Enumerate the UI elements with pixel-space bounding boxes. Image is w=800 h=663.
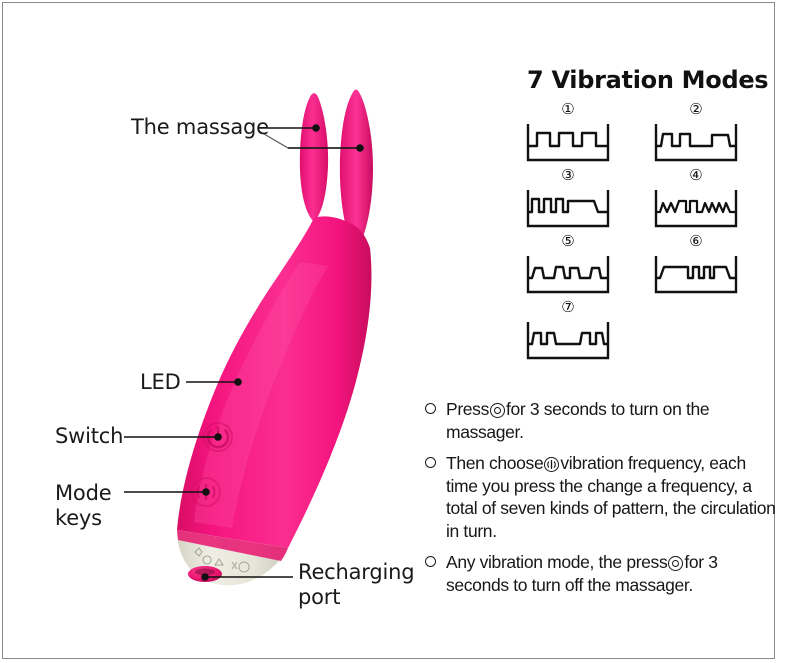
waveform-3 bbox=[526, 190, 610, 228]
product-illustration: The massage LED Switch Mode keys Recharg… bbox=[55, 89, 415, 609]
callout-mode-keys: Mode keys bbox=[55, 481, 112, 530]
mode-number: ④ bbox=[689, 166, 703, 184]
instruction-part-text: Then choose bbox=[446, 453, 544, 473]
mode-number: ⑥ bbox=[689, 232, 703, 250]
base-seam bbox=[177, 530, 288, 561]
vibration-mode-2: ② bbox=[644, 100, 748, 172]
waveform-5 bbox=[526, 256, 610, 294]
waveform-2 bbox=[654, 124, 738, 162]
instruction-part-text: for 3 seconds to turn off the massager. bbox=[446, 552, 718, 595]
bullet-circle-icon bbox=[425, 556, 436, 567]
vibration-mode-6: ⑥ bbox=[644, 232, 748, 304]
product-body bbox=[177, 216, 372, 548]
mode-number: ② bbox=[689, 100, 703, 118]
power-symbol-icon bbox=[489, 403, 505, 418]
vibration-mode-3: ③ bbox=[516, 166, 620, 238]
instruction-part-text: for 3 seconds to turn on the massager. bbox=[446, 399, 710, 442]
massage-ear-left bbox=[299, 93, 329, 222]
instruction-choose-frequency: Then choose vibration frequency, each ti… bbox=[425, 452, 780, 542]
callout-the-massage: The massage bbox=[131, 115, 269, 139]
vibration-modes-panel: 7 Vibration Modes ① ② ③ bbox=[420, 0, 800, 663]
waveform-1 bbox=[526, 124, 610, 162]
mode-number: ③ bbox=[561, 166, 575, 184]
waveform-6 bbox=[654, 256, 738, 294]
vibration-mode-5: ⑤ bbox=[516, 232, 620, 304]
waveform-4 bbox=[654, 190, 738, 228]
callout-leader-lines bbox=[124, 124, 364, 581]
product-vector bbox=[124, 89, 373, 586]
modes-title: 7 Vibration Modes bbox=[527, 66, 769, 94]
bullet-circle-icon bbox=[425, 403, 436, 414]
instruction-part-text: vibration frequency, each time you press… bbox=[446, 453, 776, 541]
base-printed-markings bbox=[194, 547, 250, 573]
callout-led: LED bbox=[140, 370, 181, 394]
bullet-circle-icon bbox=[425, 457, 436, 468]
mode-number: ⑦ bbox=[561, 298, 575, 316]
vibration-mode-1: ① bbox=[516, 100, 620, 172]
callout-recharging-port: Recharging port bbox=[298, 560, 415, 609]
mode-number: ① bbox=[561, 100, 575, 118]
body-highlight bbox=[194, 262, 328, 528]
vibration-mode-7: ⑦ bbox=[516, 298, 620, 370]
mode-symbol-icon bbox=[544, 457, 560, 472]
callout-switch: Switch bbox=[55, 424, 124, 448]
recharging-port-opening bbox=[195, 568, 215, 576]
massage-ear-right bbox=[339, 89, 373, 252]
mode-number: ⑤ bbox=[561, 232, 575, 250]
instruction-part-text: Press bbox=[446, 399, 489, 419]
instruction-part-text: Any vibration mode, the press bbox=[446, 552, 668, 572]
vibration-mode-4: ④ bbox=[644, 166, 748, 238]
waveform-7 bbox=[526, 322, 610, 360]
power-symbol-icon bbox=[668, 556, 684, 571]
